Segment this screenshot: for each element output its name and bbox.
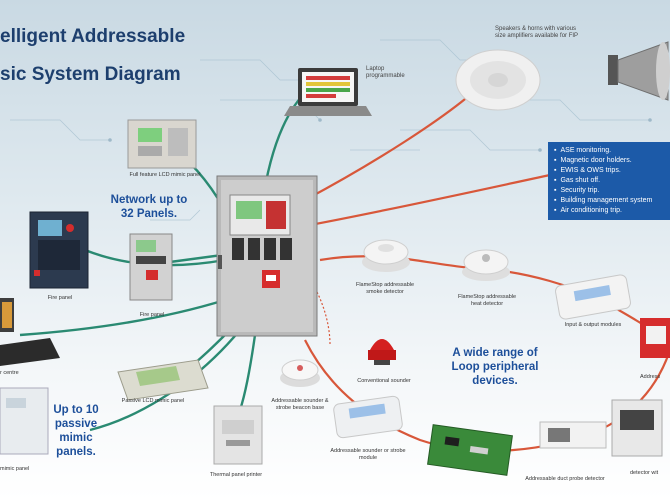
diagram-subtitle: sic System Diagram [0,64,181,86]
label-passive-panels: Up to 10 passive mimic panels. [53,404,99,458]
duct-detector-image [539,399,663,457]
label-passive-mimic: Passive LCD mimic panel [121,398,185,404]
label-mimic-panel-bottom: mimic panel [0,466,30,472]
label-conventional-sounder: Conventional sounder [357,378,411,384]
label-loop-devices: A wide range of Loop peripheral devices. [451,347,539,387]
link-outputs [309,173,551,227]
label-speakers: Speakers & horns with various size ampli… [495,26,579,39]
title-line1: elligent Addressable [0,26,186,47]
control-centre-image [0,298,60,366]
thermal-printer-image [213,405,263,465]
feature-item: ASE monitoring. [554,146,669,156]
io-module-image [555,274,631,320]
label-right-edge-detector: detector wit [630,470,659,476]
ceiling-speaker-image [455,49,541,111]
fire-panel-dark-image [29,211,89,289]
link-control-centre [19,298,226,337]
label-sounder-module: Addressable sounder or strobe module [330,448,406,461]
manual-call-point-image [640,318,670,358]
conventional-sounder-image [368,339,396,365]
label-heat-detector: FlameStop addressable heat detector [457,294,517,307]
link-speakers [304,94,471,201]
title-line2: sic System Diagram [0,64,181,85]
fire-panel-small-image [129,233,173,301]
feature-item: Magnetic door holders. [554,156,669,166]
link-passive-panels [89,329,241,432]
feature-item: EWIS & OWS trips. [554,166,669,176]
label-laptop: Laptop programmable [366,66,405,79]
feature-item: Security trip. [554,186,669,196]
sounder-strobe-base-image [280,359,320,387]
label-sounder-strobe-base: Addressable sounder & strobe beacon base [271,398,329,411]
main-fire-panel-image [216,175,318,337]
lcd-mimic-panel-image [127,119,197,169]
diagram-title: elligent Addressable [0,26,185,48]
label-network: Network up to 32 Panels. [110,194,188,220]
link-printer [238,334,257,411]
label-right-edge-address: Address [640,374,661,380]
passive-mimic-image [117,359,209,401]
label-control-centre: r centre [0,370,19,376]
laptop-image [284,68,372,116]
label-io-modules: Input & output modules [564,322,622,328]
sounder-module-image [333,395,403,439]
feature-item: Gas shut off. [554,176,669,186]
label-thermal-printer: Thermal panel printer [209,472,263,478]
smoke-detector-image [362,239,410,272]
features-list: ASE monitoring. Magnetic door holders. E… [548,142,670,220]
horn-speaker-image [608,41,670,101]
label-fire-panel-small: Fire panel [139,312,165,318]
label-lcd-mimic: Full feature LCD mimic panel [129,172,201,178]
feature-item: Air conditioning trip. [554,206,669,216]
mimic-panel-bottom-image [0,387,49,455]
feature-item: Building management system [554,196,669,206]
label-duct-detector: Addressable duct probe detector [525,476,605,482]
label-smoke-detector: FlameStop addressable smoke detector [355,282,415,295]
label-fire-panel-left: Fire panel [47,295,73,301]
circuit-board-image [427,424,513,476]
heat-detector-image [462,249,510,281]
